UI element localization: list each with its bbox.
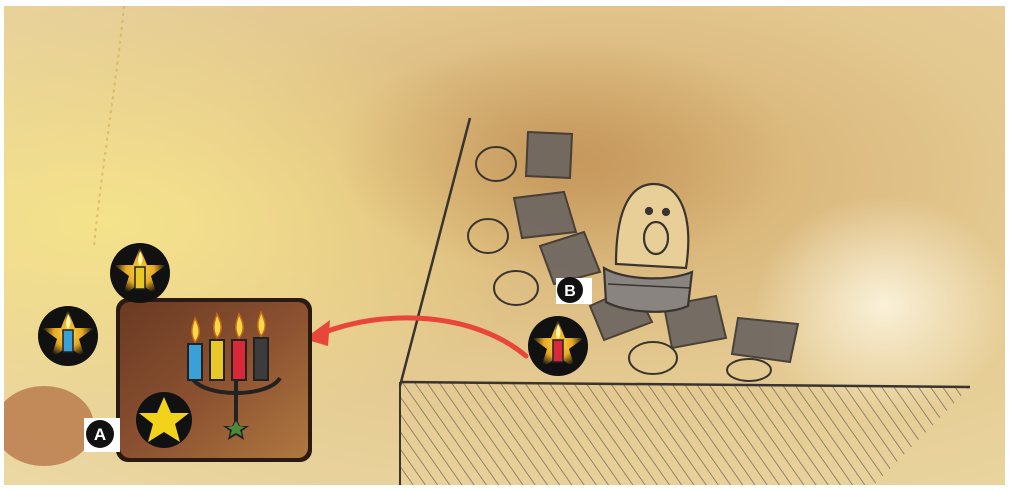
- candle-blue: [188, 344, 202, 380]
- candle-red: [553, 340, 563, 362]
- label-a-text: A: [94, 425, 106, 444]
- candelabra-card[interactable]: [116, 298, 312, 462]
- candle-yellow: [135, 267, 145, 289]
- star-icon: [136, 392, 192, 448]
- candle-yellow: [210, 340, 224, 380]
- path-space-square: [732, 318, 798, 362]
- label-b: B: [556, 277, 592, 304]
- candle-dark: [254, 338, 268, 380]
- label-a: A: [84, 418, 120, 452]
- candle-token-yellow[interactable]: [110, 243, 170, 303]
- candle-token-blue[interactable]: [38, 306, 98, 366]
- candle-token-red[interactable]: [528, 316, 588, 376]
- game-board-illustration: A B: [4, 6, 1005, 485]
- path-space-square: [514, 192, 576, 238]
- label-b-text: B: [564, 283, 576, 300]
- candle-blue: [63, 330, 73, 352]
- path-space-square: [526, 132, 572, 178]
- candle-red: [232, 340, 246, 380]
